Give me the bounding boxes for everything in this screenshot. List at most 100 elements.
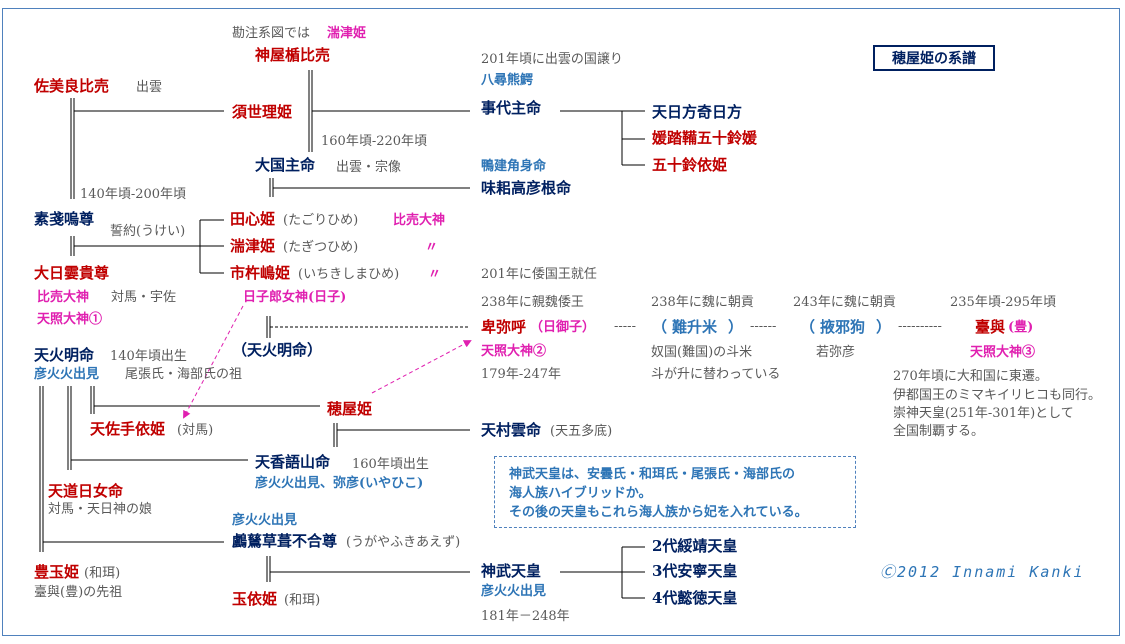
- note-kamo: 鴨建角身命: [481, 159, 547, 174]
- note-susanoo-years: 140年頃-200年頃: [80, 187, 187, 202]
- note-toyotama-tag: (和珥): [84, 566, 121, 581]
- note-toyo-east-4: 全国制覇する。: [893, 424, 985, 439]
- dash-2: ------: [750, 319, 777, 334]
- person-toyo: 臺與: [975, 318, 1006, 336]
- note-jimmu-years: 181年－248年: [481, 609, 570, 624]
- person-tagitsu: 湍津姫: [230, 237, 276, 255]
- person-itoku: 4代懿徳天皇: [652, 589, 738, 607]
- note-toyotama-desc: 臺與(豊)の先祖: [34, 585, 123, 600]
- note-toyo-east-2: 伊都国王のミマキイリヒコも同行。: [893, 388, 1102, 403]
- person-suseri: 須世理姫: [232, 103, 293, 121]
- note-ditto-2: 〃: [428, 267, 442, 282]
- person-annei: 3代安寧天皇: [652, 562, 738, 580]
- note-g243: 243年に魏に朝貢: [793, 295, 896, 310]
- note-toyo-alias: (豊): [1008, 320, 1034, 335]
- note-hikohohodemi-2: 彦火火出見: [232, 513, 298, 528]
- person-himiko: 卑弥呼: [481, 318, 527, 336]
- person-ajisuki: 味耜高彦根命: [481, 179, 572, 197]
- note-shingi: 238年に親魏倭王: [481, 295, 584, 310]
- note-tsushima: (対馬): [177, 423, 214, 438]
- note-kanchu-name: 湍津姫: [327, 26, 367, 41]
- person-amenohoakari-paren: （天火明命）: [232, 341, 323, 359]
- dash-3: ----------: [898, 319, 942, 334]
- note-amaterasu-1: 天照大神①: [37, 312, 103, 327]
- person-kamuya: 神屋楯比売: [255, 46, 331, 64]
- note-kuniyuzuri: 201年頃に出雲の国譲り: [481, 52, 623, 67]
- note-toyo-east-1: 270年頃に大和国に東遷。: [893, 369, 1048, 384]
- paren-close-2: ）: [876, 318, 892, 336]
- note-ichiki-yomi: (いちきしまひめ): [298, 267, 400, 282]
- person-susanoo: 素戔嗚尊: [34, 210, 95, 228]
- note-hime-okami-2: 比売大神: [37, 290, 90, 305]
- note-wakamiya: 若弥彦: [816, 345, 856, 360]
- person-amenohoakari: 天火明命: [34, 346, 95, 364]
- note-amanomurakumo-alias: (天五多底): [550, 424, 613, 439]
- note-toyo-years: 235年頃-295年頃: [950, 295, 1057, 310]
- page-title: 穂屋姫の系譜: [873, 45, 995, 71]
- diagram-frame: [2, 8, 1120, 636]
- person-toyotama: 豊玉姫: [34, 563, 80, 581]
- note-jimmu-alias: 彦火火出見: [481, 584, 547, 599]
- note-tagitsu-yomi: (たぎつひめ): [283, 240, 359, 255]
- note-tsushima-usa: 対馬・宇佐: [111, 290, 177, 305]
- arrow-hiko-to-sateyori: [183, 305, 244, 419]
- person-jimmu: 神武天皇: [481, 562, 542, 580]
- note-himiko-alias: （日御子）: [530, 320, 596, 335]
- note-hime-okami: 比売大神: [393, 213, 446, 228]
- note-box-line: その後の天皇もこれら海人族から妃を入れている。: [509, 505, 808, 520]
- person-ekiyaku: 掖邪狗: [820, 318, 866, 336]
- note-tamayori-tag: (和珥): [284, 593, 321, 608]
- note-toyo-east-3: 崇神天皇(251年-301年)として: [893, 406, 1074, 421]
- person-amehi: 天日方奇日方: [652, 103, 743, 121]
- note-kagoyama-years: 160年頃出生: [352, 457, 429, 472]
- note-owari: 尾張氏・海部氏の祖: [125, 367, 243, 382]
- person-ichiki: 市杵嶋姫: [230, 264, 291, 282]
- note-ditto-1: 〃: [425, 240, 439, 255]
- person-ohirume: 大日孁貴尊: [34, 264, 110, 282]
- note-amaterasu-2: 天照大神②: [481, 344, 547, 359]
- person-kotoshiro: 事代主命: [481, 99, 542, 117]
- person-amenomichihime: 天道日女命: [48, 482, 124, 500]
- person-tagori: 田心姫: [230, 210, 276, 228]
- note-suseri-years: 160年頃-220年頃: [321, 134, 428, 149]
- note-box-line: 海人族ハイブリッドか。: [509, 486, 652, 501]
- person-hoyahime: 穂屋姫: [327, 400, 373, 418]
- paren-open-2: （: [800, 318, 816, 336]
- person-himetatara: 媛踏鞴五十鈴媛: [652, 129, 758, 147]
- arrow-hoyahime-to-himiko: [371, 340, 472, 394]
- note-tome: 斗が升に替わっている: [651, 367, 781, 382]
- person-nashime: 難升米: [672, 318, 718, 336]
- person-sateyori: 天佐手依姫: [90, 420, 166, 438]
- person-amenokagoyama: 天香語山命: [255, 453, 331, 471]
- note-g238: 238年に魏に朝貢: [651, 295, 754, 310]
- note-ugaya-yomi: (うがやふきあえず): [346, 535, 461, 550]
- note-wakoku: 201年に倭国王就任: [481, 267, 597, 282]
- note-honoakari-years: 140年頃出生: [110, 349, 187, 364]
- person-suizei: 2代綏靖天皇: [652, 537, 738, 555]
- paren-close-1: ）: [728, 318, 744, 336]
- note-tagori-yomi: (たごりひめ): [283, 213, 359, 228]
- person-tamayori: 玉依姫: [232, 590, 278, 608]
- note-himiko-years: 179年-247年: [481, 367, 562, 382]
- note-hiko: 日子郎女神(日子): [243, 290, 347, 305]
- note-yahiro: 八尋熊鰐: [481, 73, 534, 88]
- dash-1: -----: [614, 319, 636, 334]
- person-ugaya: 鸕鶿草葺不合尊: [232, 532, 338, 550]
- person-okuni: 大国主命: [255, 156, 316, 174]
- note-box: 神武天皇は、安曇氏・和珥氏・尾張氏・海部氏の 海人族ハイブリッドか。 その後の天…: [494, 456, 856, 528]
- note-amaterasu-3: 天照大神③: [970, 345, 1036, 360]
- note-sabi-place: 出雲: [136, 80, 163, 95]
- person-isuzuyori: 五十鈴依姫: [652, 156, 728, 174]
- person-sabi: 佐美良比売: [34, 77, 110, 95]
- note-box-line: 神武天皇は、安曇氏・和珥氏・尾張氏・海部氏の: [509, 467, 796, 482]
- note-kagoyama-alias: 彦火火出見、弥彦(いやひこ): [255, 476, 424, 491]
- note-okuni-place: 出雲・宗像: [336, 160, 402, 175]
- note-seiyaku: 誓約(うけい): [110, 224, 186, 239]
- copyright-text: Ⓒ2012 Innami Kanki: [880, 563, 1085, 581]
- note-nakoku: 奴国(難国)の斗米: [651, 345, 753, 360]
- person-amanomurakumo: 天村雲命: [481, 421, 542, 439]
- note-michihime-desc: 対馬・天日神の娘: [48, 502, 153, 517]
- note-kanchu: 勘注系図では: [232, 26, 311, 41]
